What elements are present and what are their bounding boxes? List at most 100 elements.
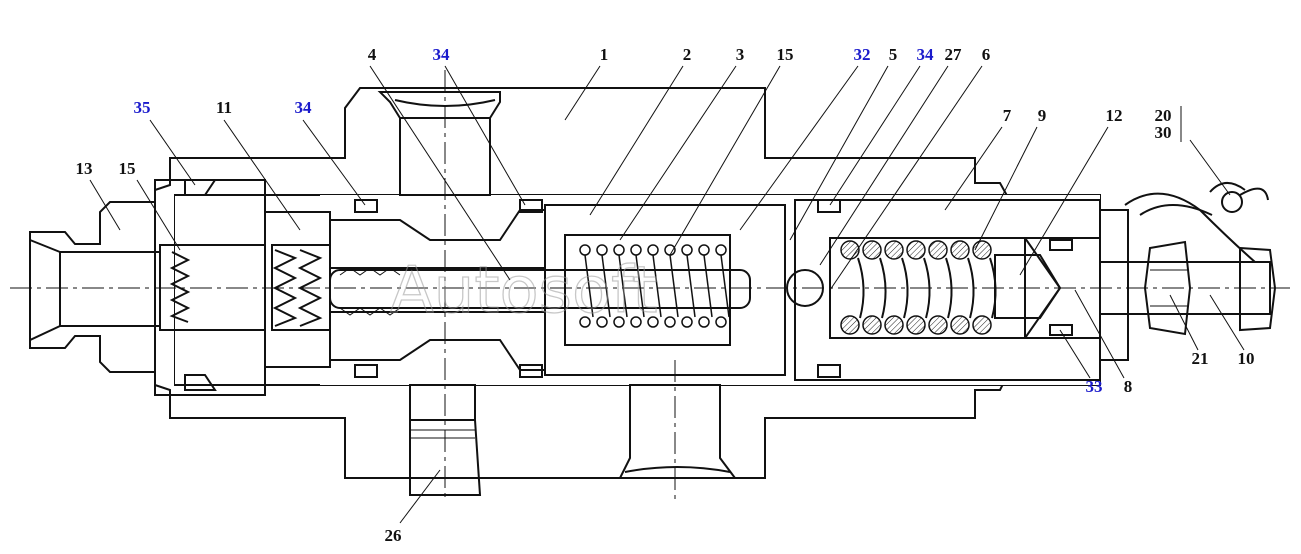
leader-line-8 [1074, 289, 1125, 379]
spring-coil-section [928, 315, 948, 335]
callout-label-35: 35 [134, 98, 151, 117]
bottom-port-26 [409, 384, 482, 496]
leader-line-35 [149, 119, 196, 186]
leader-line-34 [829, 65, 921, 206]
callout-label-7: 7 [1003, 106, 1012, 125]
leader-line-6 [829, 65, 983, 291]
callout-label-4: 4 [368, 45, 377, 64]
spring-coil-section [715, 244, 727, 256]
spring-coil-section [698, 316, 710, 328]
callout-label-21: 21 [1192, 349, 1209, 368]
spring-coil-wire [669, 254, 679, 318]
leader-lines [89, 65, 1245, 524]
leader-line-2 [589, 65, 684, 216]
callout-label-5: 5 [889, 45, 898, 64]
leader-line-12 [1019, 126, 1109, 276]
left-spring-15 [169, 251, 191, 323]
spring-coil-section [681, 316, 693, 328]
spring-coil-section [862, 315, 882, 335]
spring-coil-wire [720, 254, 730, 318]
spring-coil-section [884, 240, 904, 260]
spring-coil-section [972, 240, 992, 260]
spring-coil-wire [635, 254, 645, 318]
callout-label-3: 3 [736, 45, 745, 64]
spring-coil-section [928, 240, 948, 260]
spring-coil-section [681, 244, 693, 256]
spring-coil-section [698, 244, 710, 256]
callout-label-27: 27 [945, 45, 963, 64]
callout-label-33: 33 [1086, 377, 1103, 396]
leader-line-3 [619, 65, 737, 241]
leader-line-13 [89, 179, 121, 231]
spring-coil-section [613, 316, 625, 328]
callout-label-1: 1 [600, 45, 609, 64]
callout-label-6: 6 [982, 45, 991, 64]
inner-spring-3 [579, 244, 730, 328]
left-fitting-13 [29, 201, 161, 373]
leader-line-4 [369, 65, 511, 281]
spring-coil-section [884, 315, 904, 335]
leader-line-34 [302, 119, 366, 206]
callout-label-15: 15 [119, 159, 136, 178]
spring-coil-section [972, 315, 992, 335]
spring-coil-section [840, 315, 860, 335]
callout-label-34: 34 [917, 45, 935, 64]
leader-line-7 [944, 126, 1003, 211]
spring-coil-section [862, 240, 882, 260]
leader-line-27 [819, 65, 949, 266]
leader-line-5 [789, 65, 889, 241]
spring-coil-section [906, 240, 926, 260]
top-port [377, 91, 501, 196]
leader-line-32 [739, 65, 859, 231]
callout-label-8: 8 [1124, 377, 1133, 396]
adjusting-screw-8 [994, 237, 1101, 339]
seal-wire-20-30 [1124, 182, 1269, 263]
spring-coil-wire [584, 254, 594, 318]
spring-coil-section [664, 316, 676, 328]
callout-label-13: 13 [76, 159, 93, 178]
spring-coil-wire [601, 254, 611, 318]
spring-coil-section [579, 316, 591, 328]
leader-line-15 [136, 179, 181, 251]
leader-line-1 [564, 65, 601, 121]
spring-coil-section [715, 316, 727, 328]
spring-coil-section [664, 244, 676, 256]
leader-line-9 [974, 126, 1038, 251]
leader-line-15 [669, 65, 781, 256]
leader-line-20 [1189, 139, 1231, 196]
leader-line-34 [444, 65, 526, 206]
leader-line-11 [223, 119, 301, 231]
leader-line-21 [1169, 294, 1199, 351]
callout-label-20: 20 [1155, 106, 1172, 125]
spring-coil-wire [901, 257, 909, 319]
callout-label-11: 11 [216, 98, 232, 117]
spring-coil-section [596, 316, 608, 328]
callout-label-9: 9 [1038, 106, 1047, 125]
seal-rings [354, 199, 1073, 378]
callout-label-2: 2 [683, 45, 692, 64]
leader-line-26 [399, 469, 441, 524]
callout-label-15: 15 [777, 45, 794, 64]
spring-coil-section [630, 316, 642, 328]
spring-coil-wire [652, 254, 662, 318]
callout-label-12: 12 [1106, 106, 1123, 125]
callout-label-10: 10 [1238, 349, 1255, 368]
callout-label-34: 34 [433, 45, 451, 64]
spring-coil-section [906, 315, 926, 335]
spring-coil-section [840, 240, 860, 260]
spring-coil-section [950, 240, 970, 260]
callout-label-34: 34 [295, 98, 313, 117]
spring-coil-section [647, 316, 659, 328]
callout-label-32: 32 [854, 45, 871, 64]
spring-coil-wire [686, 254, 696, 318]
spring-coil-wire [618, 254, 628, 318]
watermark: Autosoft [390, 254, 658, 328]
inner-sleeve [544, 204, 786, 376]
callout-label-30: 30 [1155, 123, 1172, 142]
leader-line-33 [1059, 329, 1091, 379]
spring-coil-wire [703, 254, 713, 318]
bottom-port-right [618, 384, 737, 479]
spring-coil-section [950, 315, 970, 335]
